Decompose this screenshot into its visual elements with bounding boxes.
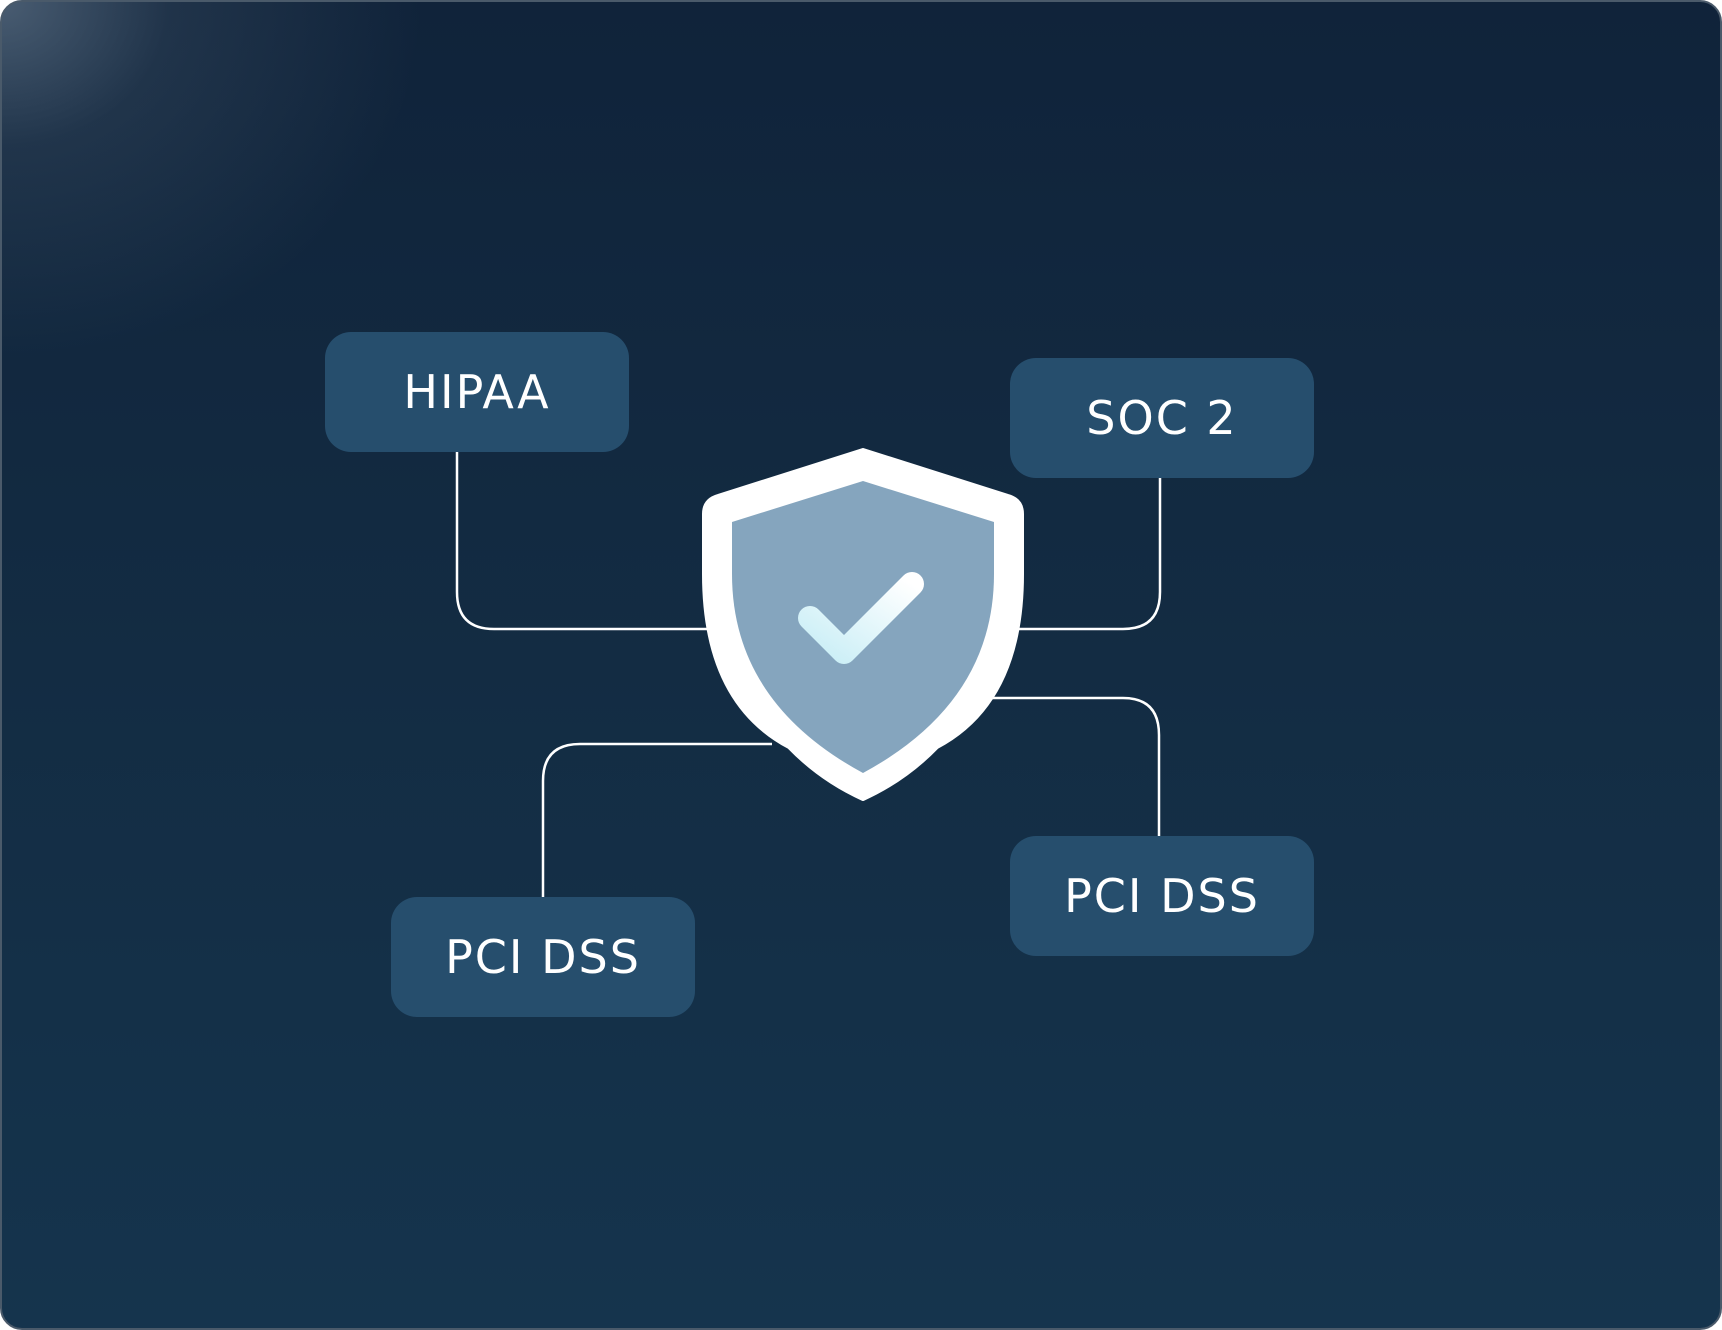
badge-hipaa: HIPAA	[325, 332, 629, 452]
badge-soc2: SOC 2	[1010, 358, 1314, 478]
badge-pci-dss-right: PCI DSS	[1010, 836, 1314, 956]
connector-soc2	[1012, 476, 1162, 631]
connector-pci-right	[987, 696, 1161, 836]
badge-pci-dss-left: PCI DSS	[391, 897, 695, 1017]
check-mark-icon	[798, 572, 924, 664]
connector-hipaa	[455, 450, 707, 631]
connector-pci-left	[541, 742, 772, 897]
